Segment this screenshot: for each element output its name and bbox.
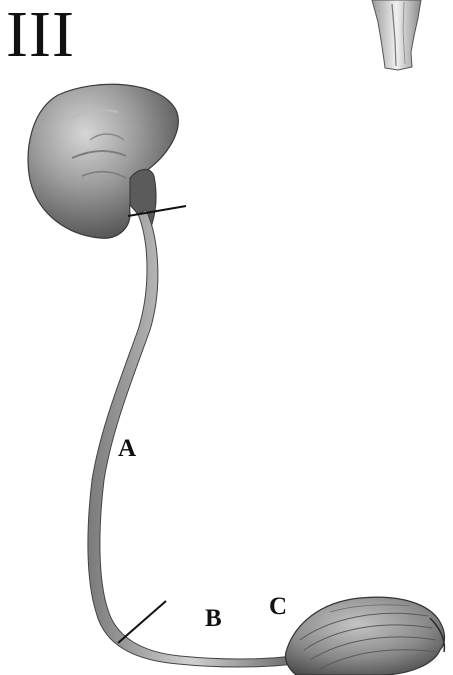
kidney xyxy=(28,84,178,238)
vessel-fragment xyxy=(372,0,421,70)
label-b: B xyxy=(205,606,222,631)
cut-mark-lower xyxy=(118,601,166,643)
label-c: C xyxy=(269,594,287,619)
bladder xyxy=(285,597,444,675)
label-a: A xyxy=(118,436,136,461)
plate-number: III xyxy=(6,2,75,68)
